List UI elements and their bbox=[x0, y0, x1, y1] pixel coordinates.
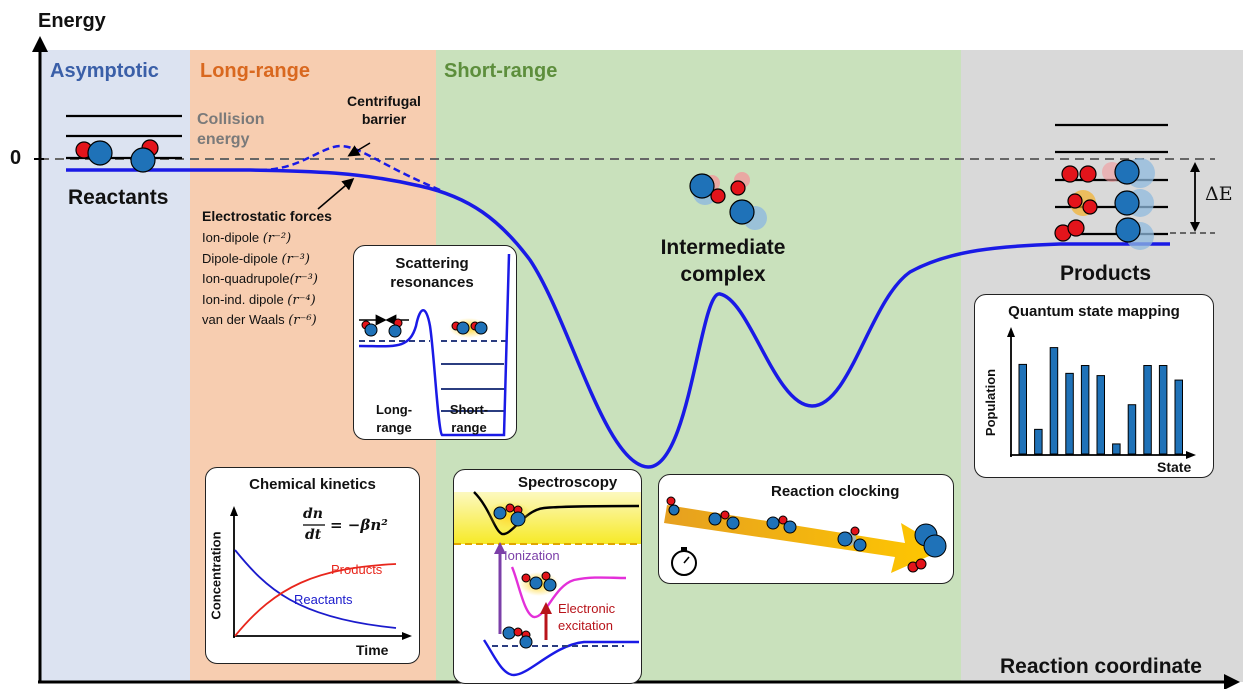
chemical-kinetics-panel: Chemical kinetics dn dt = −βn² Products … bbox=[205, 467, 420, 664]
zero-tick-label: 0 bbox=[10, 147, 22, 169]
kinetics-eq-numerator: dn bbox=[303, 506, 323, 522]
collision-energy-label: Collision energy bbox=[197, 111, 265, 148]
scattering-short-range-label: Short-range bbox=[449, 402, 489, 435]
reactant-molecules bbox=[75, 139, 159, 173]
region-title-short-range: Short-range bbox=[444, 60, 558, 82]
population-bar bbox=[1143, 365, 1152, 455]
potential-energy-curve bbox=[66, 168, 1170, 469]
population-bar bbox=[1034, 428, 1043, 455]
quantum-y-label: Population bbox=[983, 368, 999, 437]
reaction-clocking-title: Reaction clocking bbox=[771, 483, 900, 500]
population-bar bbox=[1174, 379, 1183, 455]
products-label: Products bbox=[1060, 262, 1152, 285]
product-molecules bbox=[1054, 158, 1155, 250]
x-axis-arrowhead bbox=[1224, 674, 1240, 689]
kinetics-y-label: Concentration bbox=[208, 531, 224, 620]
intermediate-complex-molecule bbox=[689, 172, 767, 230]
scattering-long-range-label: Long-range bbox=[375, 402, 413, 435]
kinetics-eq-denominator: dt bbox=[305, 527, 322, 543]
quantum-x-label: State bbox=[1157, 459, 1192, 475]
electrostatic-pointer bbox=[317, 178, 355, 210]
delta-e-label: ΔE bbox=[1205, 183, 1233, 205]
chemical-kinetics-title: Chemical kinetics bbox=[249, 476, 376, 493]
centrifugal-pointer bbox=[347, 142, 371, 157]
spectroscopy-title: Spectroscopy bbox=[518, 474, 618, 491]
reaction-clocking-panel: Reaction clocking bbox=[658, 474, 954, 584]
electrostatic-item: van der Waals (r⁻⁶) bbox=[202, 312, 317, 328]
intermediate-complex-label: Intermediate complex bbox=[660, 236, 786, 286]
centrifugal-barrier-label: Centrifugal barrier bbox=[347, 93, 421, 127]
spectroscopy-plot bbox=[454, 491, 641, 677]
electronic-excitation-label: Electronic excitation bbox=[558, 601, 616, 633]
y-axis-arrowhead bbox=[32, 36, 48, 52]
population-bar bbox=[1096, 375, 1105, 455]
quantum-state-mapping-panel: Quantum state mapping Population State bbox=[974, 294, 1214, 478]
quantum-bar-chart bbox=[1007, 327, 1196, 459]
population-bar bbox=[1018, 363, 1027, 455]
y-axis-label: Energy bbox=[38, 10, 106, 32]
kinetics-x-label: Time bbox=[356, 642, 389, 658]
region-title-long-range: Long-range bbox=[200, 60, 310, 82]
spectroscopy-panel: Spectroscopy Ionization Electronic excit… bbox=[453, 469, 642, 684]
kinetics-reactants-label: Reactants bbox=[294, 592, 353, 607]
region-title-asymptotic: Asymptotic bbox=[50, 60, 159, 82]
electrostatic-forces-title: Electrostatic forces bbox=[202, 208, 332, 224]
kinetics-eq-rhs: = −βn² bbox=[330, 516, 388, 534]
reactants-label: Reactants bbox=[68, 186, 169, 209]
scattering-resonances-panel: Scattering resonances Long-range Short-r… bbox=[353, 245, 517, 440]
centrifugal-barrier-curve bbox=[259, 144, 441, 192]
population-bar bbox=[1112, 443, 1121, 455]
reaction-clocking-graphic bbox=[664, 496, 947, 576]
electrostatic-item: Ion-dipole (r⁻²) bbox=[202, 230, 292, 246]
electrostatic-item: Ion-quadrupole(r⁻³) bbox=[202, 271, 318, 287]
quantum-state-mapping-title: Quantum state mapping bbox=[1008, 303, 1180, 320]
electrostatic-item: Ion-ind. dipole (r⁻⁴) bbox=[202, 291, 316, 308]
asymptotic-region-bg bbox=[40, 50, 190, 682]
scattering-resonances-title: Scattering resonances bbox=[390, 255, 474, 291]
electrostatic-item: Dipole-dipole (r⁻³) bbox=[202, 250, 310, 267]
population-bar bbox=[1080, 365, 1090, 455]
kinetics-products-label: Products bbox=[331, 562, 383, 577]
ionization-label: Ionization bbox=[504, 548, 560, 563]
population-bar bbox=[1158, 365, 1168, 455]
scattering-plot bbox=[358, 253, 511, 437]
electrostatic-forces-list: Ion-dipole (r⁻²) Dipole-dipole (r⁻³) Ion… bbox=[202, 228, 318, 331]
kinetics-plot bbox=[230, 506, 412, 640]
x-axis-label: Reaction coordinate bbox=[1000, 655, 1202, 678]
population-bar bbox=[1049, 347, 1059, 455]
population-bar bbox=[1127, 404, 1137, 455]
population-bar bbox=[1065, 372, 1074, 455]
